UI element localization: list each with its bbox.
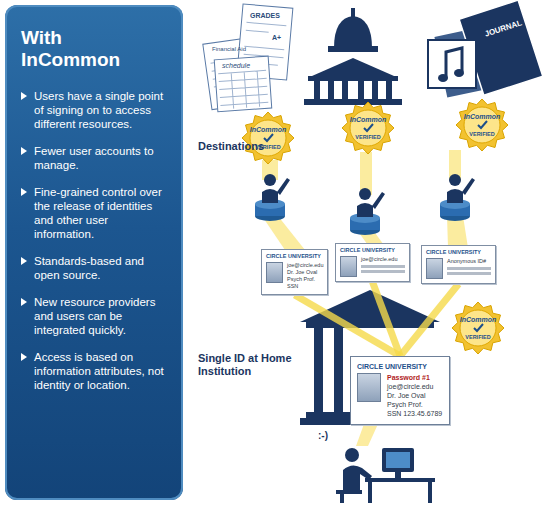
- info-panel: With InCommonUsers have a single point o…: [5, 5, 183, 500]
- bullet-marker: [21, 147, 27, 155]
- badge-text: VERIFIED: [465, 334, 490, 340]
- id-photo: [266, 262, 283, 283]
- emoticon: :-): [318, 430, 328, 441]
- card-fields: joe@circle.eduDr. Joe OvalPsych Prof.SSN: [287, 262, 323, 290]
- documents: [203, 4, 293, 112]
- card-body: Anonymous ID#: [426, 258, 491, 279]
- card-field: Password #1: [387, 373, 442, 382]
- card-header: CIRCLE UNIVERSITY: [426, 249, 491, 256]
- card-field: Dr. Joe Oval: [287, 269, 323, 276]
- bullet-text: Standards-based and open source.: [21, 254, 169, 282]
- bullet-text: Access is based on information attribute…: [21, 350, 169, 392]
- id-card: CIRCLE UNIVERSITY Anonymous ID#: [421, 245, 496, 284]
- home-id-card: CIRCLE UNIVERSITY Password #1joe@circle.e…: [350, 356, 450, 425]
- badge-text: InCommon: [350, 116, 387, 123]
- document-title: schedule: [222, 62, 250, 69]
- badge-text: VERIFIED: [255, 144, 280, 150]
- user-at-desk: [336, 448, 435, 503]
- bullet-text: Fewer user accounts to manage.: [21, 144, 169, 172]
- card-field: SSN 123.45.6789: [387, 409, 442, 418]
- id-photo: [426, 258, 443, 279]
- badge-text: VERIFIED: [469, 131, 494, 137]
- users-on-pedestals: [255, 174, 475, 235]
- grade-mark: A+: [272, 34, 281, 41]
- verified-badges: [242, 99, 508, 354]
- card-field: Psych Prof.: [387, 400, 442, 409]
- badge-text: InCommon: [460, 316, 497, 323]
- card-field: Anonymous ID#: [447, 258, 491, 265]
- card-fields: joe@circle.edu: [361, 256, 405, 273]
- text-bar: [361, 270, 405, 273]
- bullet-marker: [21, 353, 27, 361]
- light-beam: [400, 284, 458, 356]
- card-body: joe@circle.eduDr. Joe OvalPsych Prof.SSN: [266, 262, 323, 290]
- badge-text: VERIFIED: [355, 134, 380, 140]
- text-bar: [447, 272, 491, 275]
- document-title: Financial Aid: [212, 46, 246, 52]
- panel-title: With InCommon: [21, 27, 121, 71]
- card-fields: Anonymous ID#: [447, 258, 491, 275]
- card-field: Psych Prof.: [287, 276, 323, 283]
- bullet-marker: [21, 257, 27, 265]
- bullet-marker: [21, 92, 27, 100]
- badge-text: InCommon: [464, 113, 501, 120]
- id-photo: [357, 373, 381, 402]
- card-fields: Password #1joe@circle.eduDr. Joe OvalPsy…: [387, 373, 442, 418]
- bullet-text: Fine-grained control over the release of…: [21, 185, 169, 241]
- card-header: CIRCLE UNIVERSITY: [340, 247, 405, 254]
- bullet-text: New resource providers and users can be …: [21, 295, 169, 337]
- card-field: Dr. Joe Oval: [387, 391, 442, 400]
- id-photo: [340, 256, 357, 277]
- section-label: Single ID at Home Institution: [198, 352, 293, 378]
- card-header: CIRCLE UNIVERSITY: [266, 253, 323, 260]
- card-field: joe@circle.edu: [361, 256, 405, 263]
- card-header: CIRCLE UNIVERSITY: [357, 362, 442, 371]
- capitol-building: [304, 8, 402, 105]
- id-card: CIRCLE UNIVERSITY joe@circle.edu: [335, 243, 410, 282]
- light-beam: [373, 282, 401, 356]
- card-field: joe@circle.edu: [287, 262, 323, 269]
- journals: [428, 0, 543, 97]
- bullet-marker: [21, 298, 27, 306]
- card-body: joe@circle.edu: [340, 256, 405, 277]
- card-body: Password #1joe@circle.eduDr. Joe OvalPsy…: [357, 373, 442, 418]
- card-field: joe@circle.edu: [387, 382, 442, 391]
- bullet-marker: [21, 188, 27, 196]
- text-bar: [447, 267, 491, 270]
- badge-text: InCommon: [250, 126, 287, 133]
- text-bar: [361, 265, 405, 268]
- bullet-text: Users have a single point of signing on …: [21, 89, 169, 131]
- id-card: CIRCLE UNIVERSITY joe@circle.eduDr. Joe O…: [261, 249, 328, 295]
- light-beams: [262, 150, 468, 446]
- card-field: SSN: [287, 283, 323, 290]
- document-title: GRADES: [250, 12, 280, 19]
